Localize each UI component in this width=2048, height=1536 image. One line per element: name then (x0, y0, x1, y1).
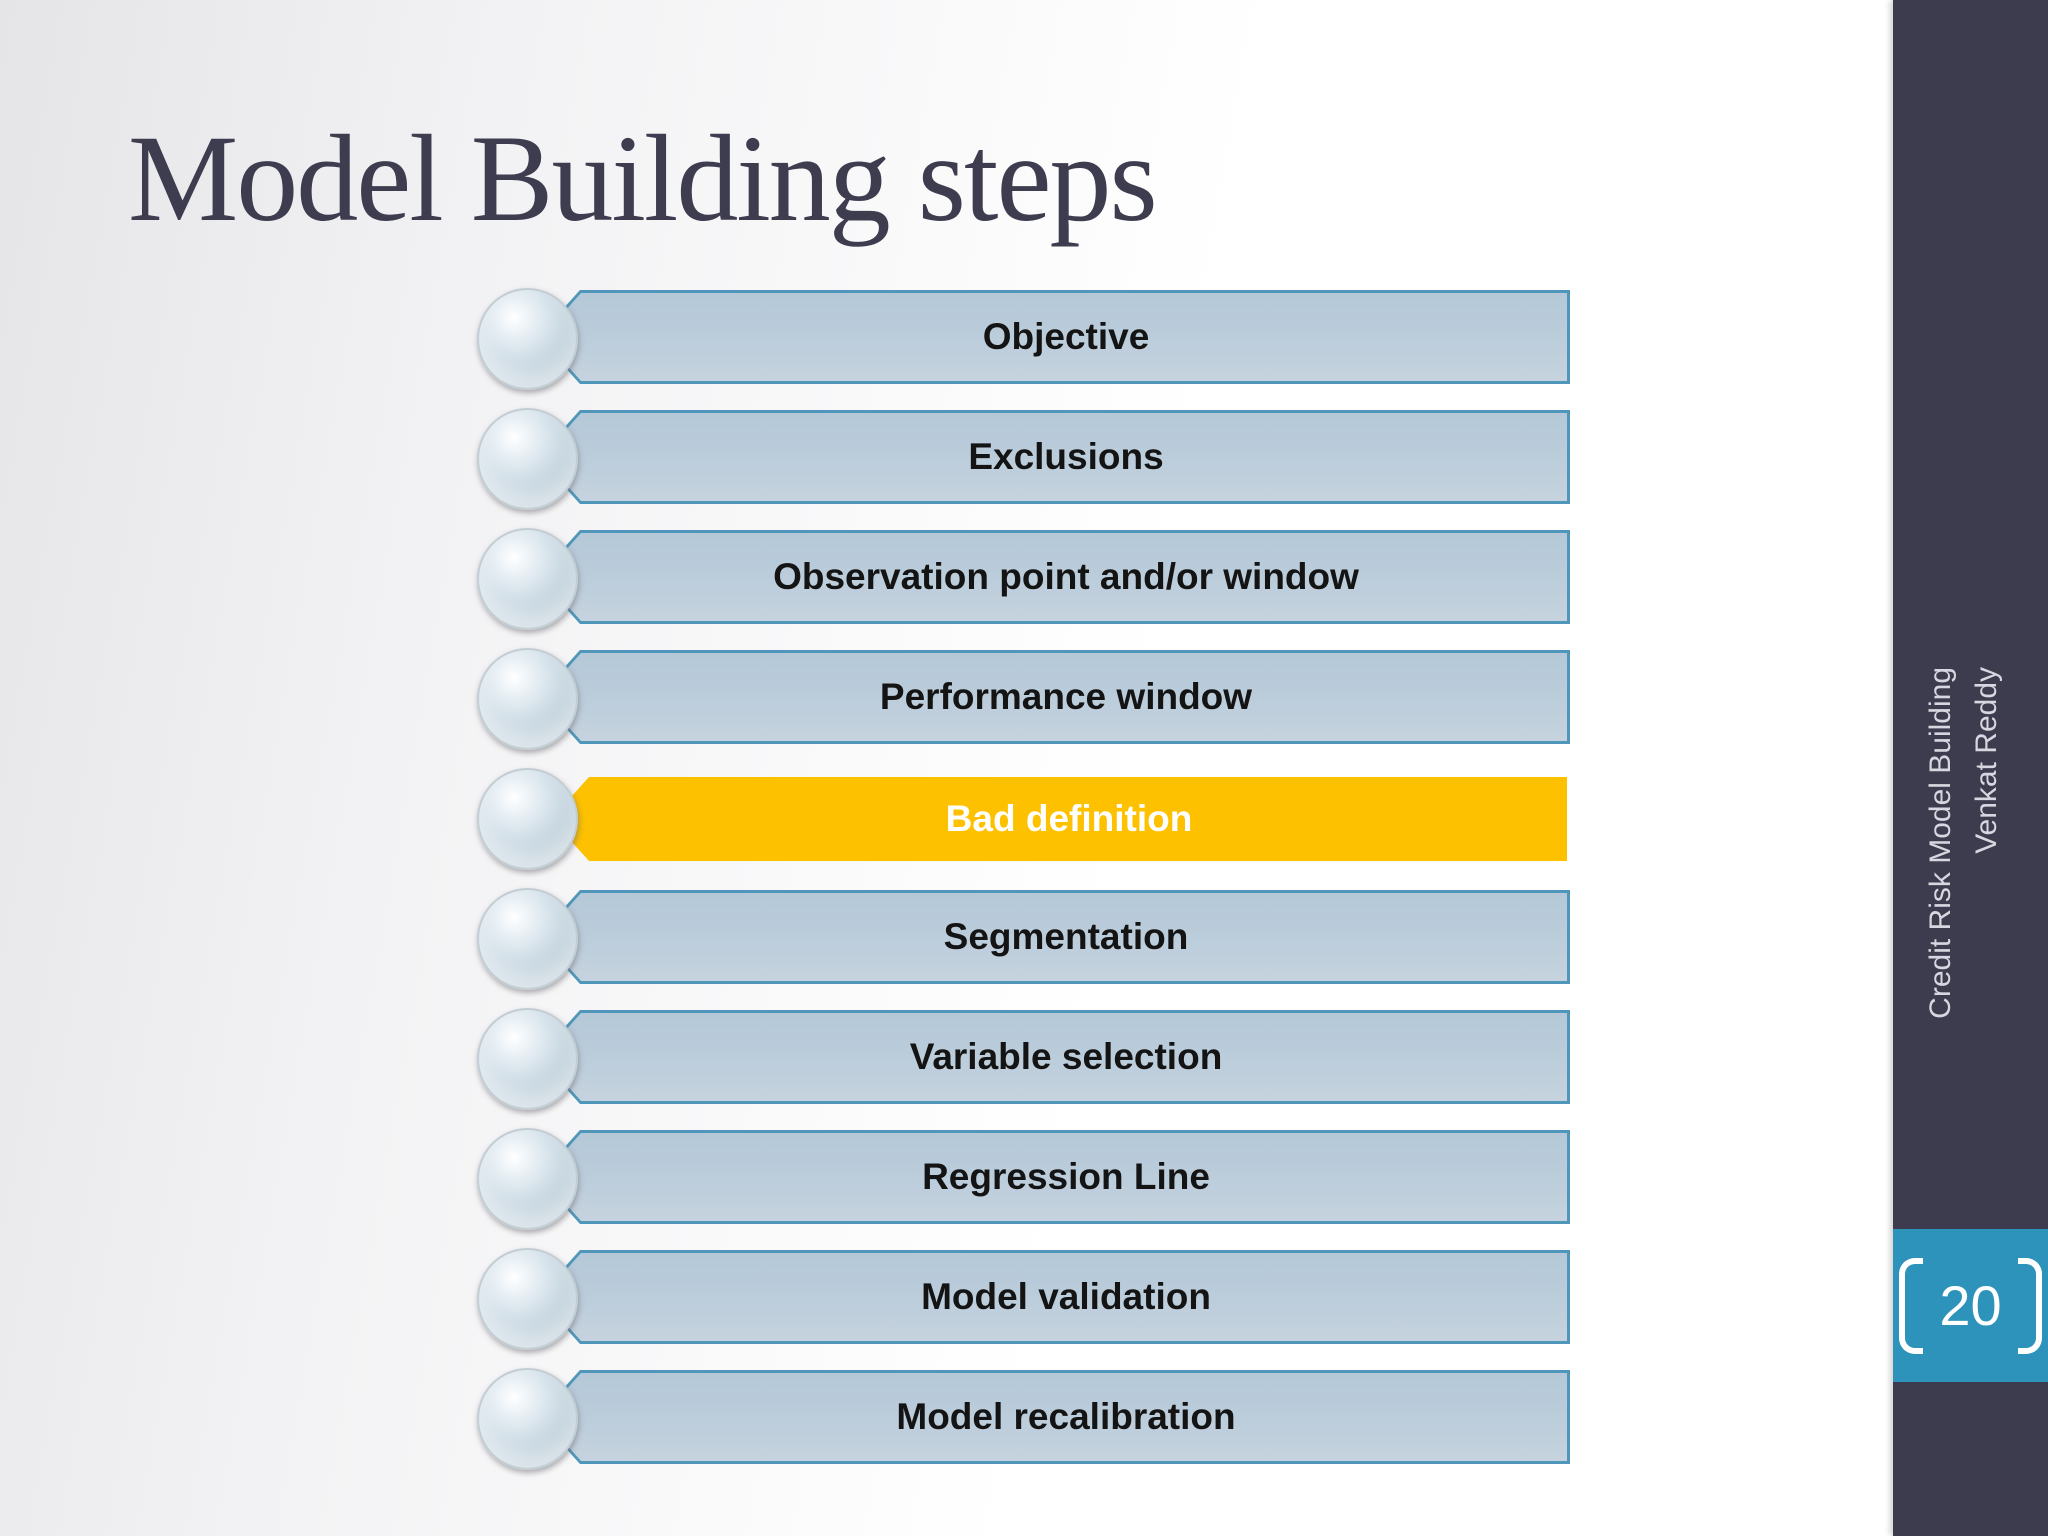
step-bar-fill: Model recalibration (565, 1373, 1567, 1461)
step-bar-fill: Model validation (565, 1253, 1567, 1341)
sphere-bullet-icon (477, 528, 578, 630)
step-bar-fill: Observation point and/or window (565, 533, 1567, 621)
step-label: Objective (982, 316, 1150, 357)
step-bar: Observation point and/or window (562, 530, 1570, 624)
left-bracket-icon (1899, 1257, 1924, 1354)
step-row: Segmentation (477, 888, 1577, 990)
sphere-bullet-icon (477, 288, 578, 390)
step-row: Objective (477, 288, 1577, 390)
sphere-bullet-icon (477, 1008, 578, 1110)
step-row: Performance window (477, 648, 1577, 750)
step-row: Model validation (477, 1248, 1577, 1350)
step-bar-fill: Performance window (565, 653, 1567, 741)
step-list: Objective Exclusions Observation point a… (477, 0, 1677, 1536)
step-row: Exclusions (477, 408, 1577, 510)
step-label: Bad definition (945, 798, 1193, 839)
sphere-bullet-icon (477, 648, 578, 750)
step-row: Variable selection (477, 1008, 1577, 1110)
step-bar-fill: Segmentation (565, 893, 1567, 981)
step-label: Regression Line (922, 1156, 1210, 1197)
sphere-bullet-icon (477, 1368, 578, 1470)
step-bar-fill: Variable selection (565, 1013, 1567, 1101)
step-bar-fill: Exclusions (565, 413, 1567, 501)
step-bar-fill: Bad definition (571, 777, 1567, 861)
sidebar-course-title: Credit Risk Model Building (1924, 667, 1957, 1019)
sphere-bullet-icon (477, 768, 578, 870)
page-number: 20 (1939, 1274, 2002, 1337)
step-label: Model validation (921, 1276, 1211, 1317)
sphere-bullet-icon (477, 408, 578, 510)
sphere-bullet-icon (477, 1128, 578, 1230)
step-label: Variable selection (909, 1036, 1223, 1077)
step-bar: Performance window (562, 650, 1570, 744)
step-bar: Bad definition (571, 777, 1567, 861)
step-bar: Segmentation (562, 890, 1570, 984)
step-label: Observation point and/or window (773, 556, 1359, 597)
step-bar: Model validation (562, 1250, 1570, 1344)
step-bar-fill: Objective (565, 293, 1567, 381)
step-label: Model recalibration (896, 1396, 1236, 1437)
page-number-box: 20 (1893, 1229, 2048, 1382)
step-row: Bad definition (477, 768, 1577, 870)
step-bar-fill: Regression Line (565, 1133, 1567, 1221)
step-bar: Regression Line (562, 1130, 1570, 1224)
sidebar-vertical-text: Credit Risk Model Building Venkat Reddy (1918, 667, 2014, 1087)
step-label: Exclusions (968, 436, 1164, 477)
step-bar: Exclusions (562, 410, 1570, 504)
step-label: Segmentation (943, 916, 1189, 957)
step-row: Regression Line (477, 1128, 1577, 1230)
step-row: Observation point and/or window (477, 528, 1577, 630)
step-bar: Objective (562, 290, 1570, 384)
step-bar: Model recalibration (562, 1370, 1570, 1464)
sphere-bullet-icon (477, 888, 578, 990)
sphere-bullet-icon (477, 1248, 578, 1350)
sidebar-author-name: Venkat Reddy (1970, 667, 2003, 854)
step-row: Model recalibration (477, 1368, 1577, 1470)
slide-title: Model Building steps (128, 110, 1158, 247)
step-label: Performance window (879, 676, 1253, 717)
right-bracket-icon (2017, 1257, 2042, 1354)
step-bar: Variable selection (562, 1010, 1570, 1104)
